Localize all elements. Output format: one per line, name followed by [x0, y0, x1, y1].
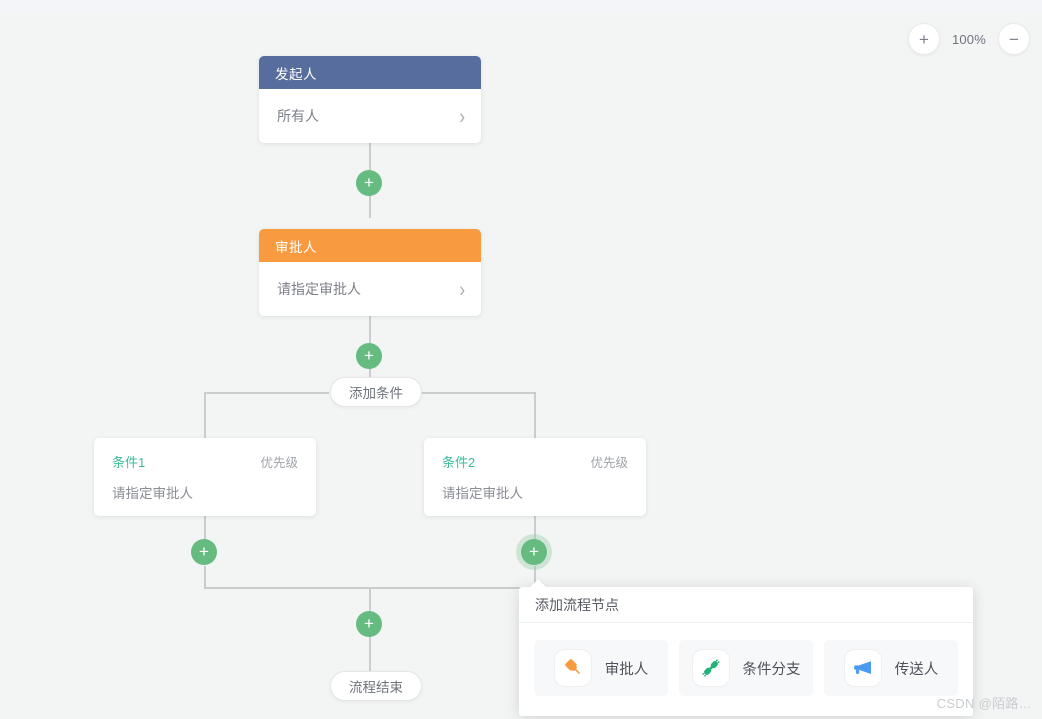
connector-cond2-to-plus: [534, 515, 536, 540]
workflow-canvas[interactable]: 发起人 所有人 › + 审批人 请指定审批人 › + 添加: [0, 14, 1042, 719]
add-node-button-before-end[interactable]: +: [356, 611, 382, 637]
condition-2-header: 条件2 优先级: [424, 438, 646, 471]
condition-2-value: 请指定审批人: [442, 486, 523, 501]
node-condition-1[interactable]: 条件1 优先级 请指定审批人: [94, 438, 316, 516]
connector-plus-to-merge-left: [204, 566, 206, 589]
node-approver-header-label: 审批人: [275, 239, 317, 255]
zoom-controls: + 100% −: [907, 23, 1030, 55]
popup-option-cc-recipient[interactable]: 传送人: [824, 640, 958, 696]
node-approver-body[interactable]: 请指定审批人 ›: [259, 262, 481, 316]
add-process-node-popup: 添加流程节点 审批人: [519, 579, 973, 716]
add-node-button-after-approver[interactable]: +: [356, 343, 382, 369]
pushpin-icon: [553, 649, 592, 687]
node-condition-2[interactable]: 条件2 优先级 请指定审批人: [424, 438, 646, 516]
connector-starter-to-plus: [369, 134, 371, 170]
branch-bus-right: [411, 392, 536, 394]
add-node-button-after-starter[interactable]: +: [356, 170, 382, 196]
flow-end-label: 流程结束: [349, 680, 403, 695]
condition-2-priority[interactable]: 优先级: [590, 456, 628, 470]
add-condition-label: 添加条件: [349, 386, 403, 401]
connector-icon: [691, 649, 730, 687]
condition-2-title: 条件2: [442, 455, 476, 470]
add-node-button-branch-1[interactable]: +: [191, 539, 217, 565]
watermark: CSDN @陌路…: [936, 696, 1032, 711]
node-approver-header: 审批人: [259, 229, 481, 262]
connector-cond1-to-plus: [204, 515, 206, 540]
connector-plus-to-condition-pill: [369, 355, 371, 392]
chevron-right-icon: ›: [459, 277, 465, 301]
zoom-out-button[interactable]: −: [998, 23, 1030, 55]
condition-1-title: 条件1: [112, 455, 146, 470]
connector-plus-to-merge-right: [534, 566, 536, 589]
add-node-button-branch-2[interactable]: +: [521, 539, 547, 565]
plus-icon: +: [364, 345, 374, 365]
plus-icon: +: [918, 29, 929, 49]
popup-title: 添加流程节点: [519, 587, 973, 623]
chevron-right-icon: ›: [459, 104, 465, 128]
condition-1-priority[interactable]: 优先级: [260, 456, 298, 470]
popup-option-approver-label: 审批人: [604, 661, 649, 678]
zoom-in-button[interactable]: +: [907, 23, 940, 55]
node-starter[interactable]: 发起人 所有人 ›: [259, 56, 481, 143]
connector-plus-to-approver: [369, 182, 371, 218]
branch-drop-left: [204, 392, 206, 438]
condition-1-header: 条件1 优先级: [94, 438, 316, 471]
connector-merge-to-plus: [369, 587, 371, 611]
megaphone-icon: [843, 649, 882, 687]
condition-1-value: 请指定审批人: [112, 486, 193, 501]
popup-option-condition-branch-label: 条件分支: [742, 661, 801, 678]
node-approver[interactable]: 审批人 请指定审批人 ›: [259, 229, 481, 316]
branch-drop-right: [534, 392, 536, 438]
node-starter-header-label: 发起人: [275, 66, 317, 82]
popup-arrow-icon: [529, 579, 547, 588]
plus-icon: +: [364, 613, 374, 633]
plus-icon: +: [199, 541, 209, 561]
popup-option-cc-recipient-label: 传送人: [894, 661, 939, 678]
popup-option-approver[interactable]: 审批人: [534, 640, 668, 696]
node-flow-end: 流程结束: [330, 671, 422, 701]
add-condition-button[interactable]: 添加条件: [330, 377, 422, 407]
node-starter-value: 所有人: [277, 108, 319, 124]
popup-options-list: 审批人: [519, 623, 973, 716]
node-starter-header: 发起人: [259, 56, 481, 89]
node-approver-value: 请指定审批人: [277, 281, 361, 297]
branch-bus-left: [204, 392, 329, 394]
connector-plus-to-end: [369, 637, 371, 671]
zoom-level-label: 100%: [951, 31, 986, 47]
plus-icon: +: [529, 541, 539, 561]
minus-icon: −: [1009, 29, 1019, 49]
node-starter-body[interactable]: 所有人 ›: [259, 89, 481, 143]
plus-icon: +: [364, 172, 374, 192]
connector-approver-to-plus: [369, 307, 371, 343]
popup-option-condition-branch[interactable]: 条件分支: [679, 640, 813, 696]
